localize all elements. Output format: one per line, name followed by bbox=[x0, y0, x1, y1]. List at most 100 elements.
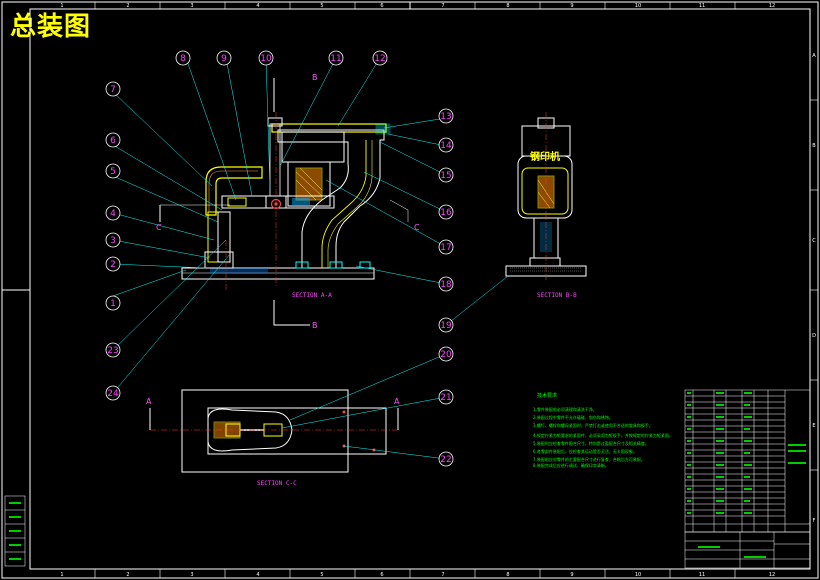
callout-2: 2 bbox=[105, 256, 121, 272]
callout-6: 6 bbox=[105, 132, 121, 148]
callout-number: 17 bbox=[440, 243, 451, 253]
leader-lines bbox=[112, 57, 509, 460]
revision-block bbox=[4, 495, 26, 567]
zone-letter-right: B bbox=[812, 143, 816, 149]
callout-16: 16 bbox=[438, 204, 454, 220]
section-c-view: A A SECTION C-C bbox=[146, 389, 400, 487]
section-a-view: B B C C SECTION A-A bbox=[156, 73, 420, 330]
zone-num-bottom: 9 bbox=[570, 572, 573, 578]
callout-18: 18 bbox=[438, 276, 454, 292]
callout-9: 9 bbox=[216, 50, 232, 66]
callout-number: 13 bbox=[440, 112, 451, 122]
section-label-a: SECTION A-A bbox=[292, 292, 332, 299]
callout-3: 3 bbox=[105, 232, 121, 248]
callout-14: 14 bbox=[438, 137, 454, 153]
cut-letter-a: A bbox=[394, 397, 400, 406]
callout-15: 15 bbox=[438, 167, 454, 183]
callout-number: 4 bbox=[110, 209, 116, 219]
callout-1: 1 bbox=[105, 295, 121, 311]
callout-number: 14 bbox=[440, 141, 452, 151]
callout-number: 23 bbox=[107, 346, 118, 356]
note-line: 4.规定拧紧力矩要求的紧固件，必须采用力矩扳手，并按规定的拧紧力矩紧固。 bbox=[533, 432, 673, 438]
zone-ticks bbox=[94, 2, 818, 578]
callout-balloons: 1 2 3 4 5 6 7 8 9 10 11 12 13 14 15 16 1… bbox=[105, 50, 454, 467]
callout-number: 20 bbox=[440, 350, 452, 360]
callout-number: 24 bbox=[107, 389, 119, 399]
zone-num-bottom: 11 bbox=[699, 572, 705, 578]
zone-num-top: 8 bbox=[506, 3, 509, 9]
zone-letter-right: D bbox=[812, 333, 816, 339]
zone-letter-right: E bbox=[812, 423, 815, 429]
zone-num-top: 2 bbox=[126, 3, 129, 9]
zone-num-top: 4 bbox=[256, 3, 259, 9]
parts-list-fill bbox=[687, 392, 806, 558]
note-line: 6.各零部件装配后，应检查其运动是否灵活，无卡阻现象。 bbox=[533, 448, 637, 454]
callout-number: 11 bbox=[330, 54, 341, 64]
callout-number: 1 bbox=[110, 299, 116, 309]
callout-12: 12 bbox=[372, 50, 388, 66]
note-line: 2.装配过程中零件不允许磕碰、划伤和锈蚀。 bbox=[533, 414, 613, 420]
callout-number: 16 bbox=[440, 208, 452, 218]
callout-number: 12 bbox=[374, 54, 385, 64]
callout-number: 21 bbox=[440, 393, 451, 403]
zone-num-bottom: 6 bbox=[380, 572, 383, 578]
callout-23: 23 bbox=[105, 342, 121, 358]
zone-num-top: 6 bbox=[380, 3, 383, 9]
zone-letter-right: C bbox=[812, 238, 816, 244]
note-line: 7.装配前应对零件的主要配合尺寸进行复查，合格后方可装配。 bbox=[533, 456, 645, 462]
zone-num-bottom: 8 bbox=[506, 572, 509, 578]
callout-20: 20 bbox=[438, 346, 454, 362]
stamp-label: 钢印机 bbox=[530, 150, 560, 163]
callout-17: 17 bbox=[438, 239, 454, 255]
callout-number: 18 bbox=[440, 280, 452, 290]
parts-list bbox=[684, 389, 811, 569]
cut-letter-c: C bbox=[156, 223, 162, 232]
zone-num-bottom: 5 bbox=[320, 572, 323, 578]
zone-num-top: 5 bbox=[320, 3, 323, 9]
callout-number: 10 bbox=[260, 54, 272, 64]
technical-notes: 技术要求 1.零件装配前必须清理和清洗干净。 2.装配过程中零件不允许磕碰、划伤… bbox=[533, 392, 673, 468]
cut-letter-a: A bbox=[146, 397, 152, 406]
zone-num-top: 1 bbox=[60, 3, 63, 9]
callout-4: 4 bbox=[105, 205, 121, 221]
zone-num-bottom: 12 bbox=[769, 572, 775, 578]
zone-num-top: 10 bbox=[635, 3, 641, 9]
cut-letter-b: B bbox=[312, 321, 318, 330]
zone-letter-right: A bbox=[812, 53, 816, 59]
note-line: 1.零件装配前必须清理和清洗干净。 bbox=[533, 406, 597, 412]
zone-num-bottom: 3 bbox=[190, 572, 193, 578]
callout-number: 2 bbox=[110, 260, 116, 270]
zone-num-top: 12 bbox=[769, 3, 775, 9]
zone-num-top: 9 bbox=[570, 3, 573, 9]
callout-number: 15 bbox=[440, 171, 451, 181]
zone-num-bottom: 10 bbox=[635, 572, 641, 578]
zone-num-top: 11 bbox=[699, 3, 705, 9]
note-line: 3.螺钉、螺栓和螺母紧固时，严禁打击或使用不合适的旋具和扳手。 bbox=[533, 422, 653, 428]
callout-number: 6 bbox=[110, 136, 116, 146]
callout-24: 24 bbox=[105, 385, 121, 401]
section-label-c: SECTION C-C bbox=[257, 480, 297, 487]
callout-number: 3 bbox=[110, 236, 116, 246]
revision-block-fill bbox=[9, 502, 21, 560]
callout-8: 8 bbox=[175, 50, 191, 66]
callout-7: 7 bbox=[105, 81, 121, 97]
callout-number: 8 bbox=[180, 54, 186, 64]
callout-number: 9 bbox=[221, 54, 227, 64]
callout-21: 21 bbox=[438, 389, 454, 405]
callout-22: 22 bbox=[438, 451, 454, 467]
zone-num-bottom: 2 bbox=[126, 572, 129, 578]
section-label-b: SECTION B-B bbox=[537, 292, 577, 299]
zone-num-bottom: 7 bbox=[441, 572, 444, 578]
zone-numbers: 1 2 3 4 5 6 7 8 9 10 11 12 1 2 3 4 5 6 7… bbox=[60, 3, 816, 578]
callout-13: 13 bbox=[438, 108, 454, 124]
cut-letter-b: B bbox=[312, 73, 318, 82]
zone-letter-right: F bbox=[813, 518, 816, 524]
callout-number: 5 bbox=[110, 167, 116, 177]
callout-number: 22 bbox=[440, 455, 451, 465]
callout-5: 5 bbox=[105, 163, 121, 179]
zone-num-top: 7 bbox=[441, 3, 444, 9]
section-b-view: 钢印机 SECTION B-B bbox=[505, 112, 587, 299]
zone-num-bottom: 4 bbox=[256, 572, 259, 578]
